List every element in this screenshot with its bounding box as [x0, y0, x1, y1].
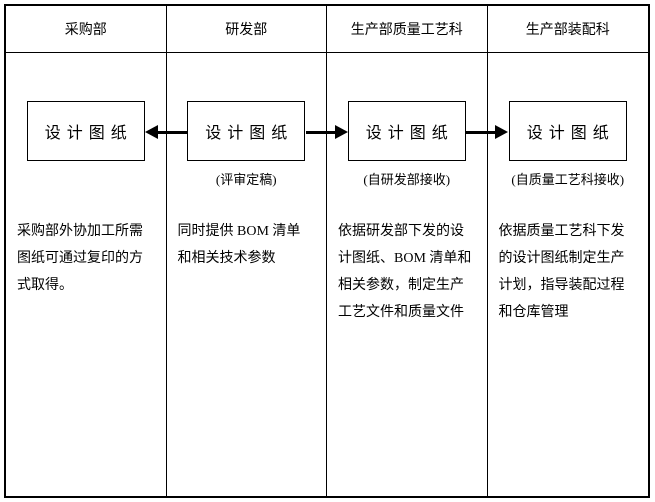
arrow-quality-to-assembly — [466, 125, 508, 140]
description-line: 和仓库管理 — [498, 305, 569, 320]
arrow-line — [155, 131, 187, 134]
box-label: 设计图纸 — [526, 125, 615, 142]
description-line: 依据质量工艺科下发 — [498, 224, 625, 239]
box-subtitle: (自研发部接收) — [363, 172, 451, 187]
lane-description-purchasing: 采购部外协加工所需 图纸可通过复印的方 式取得。 — [17, 218, 162, 299]
design-drawing-box-rnd: 设计图纸 — [187, 101, 306, 161]
arrow-rnd-to-purchasing — [145, 125, 187, 140]
lane-description-rnd: 同时提供 BOM 清单 和相关技术参数 — [178, 218, 323, 272]
left-arrowhead-icon — [145, 125, 158, 139]
lane-description-quality: 依据研发部下发的设 计图纸、BOM 清单和 相关参数，制定生产 工艺文件和质量文… — [338, 218, 483, 326]
box-subtitle: (自质量工艺科接收) — [511, 172, 625, 187]
right-arrowhead-icon — [495, 125, 508, 139]
lane-header-purchasing: 采购部 — [6, 6, 167, 53]
design-drawing-box-purchasing: 设计图纸 — [26, 101, 145, 161]
lane-body-purchasing: 设计图纸 采购部外协加工所需 图纸可通过复印的方 式取得。 — [6, 53, 167, 496]
description-line: 计划，指导装配过程 — [498, 278, 625, 293]
box-label: 设计图纸 — [44, 125, 133, 142]
description-line: 相关参数，制定生产 — [338, 278, 464, 293]
arrow-line — [466, 131, 498, 134]
lane-description-assembly: 依据质量工艺科下发 的设计图纸制定生产 计划，指导装配过程 和仓库管理 — [499, 218, 645, 326]
lane-header-label: 研发部 — [225, 23, 268, 38]
lane-header-label: 采购部 — [64, 23, 107, 38]
lane-header-quality-process: 生产部质量工艺科 — [327, 6, 488, 53]
arrow-rnd-to-quality — [306, 125, 348, 140]
arrow-line — [306, 131, 338, 134]
lane-body-assembly: 设计图纸 (自质量工艺科接收) 依据质量工艺科下发 的设计图纸制定生产 计划，指… — [488, 53, 649, 496]
box-label: 设计图纸 — [205, 125, 294, 142]
description-line: 工艺文件和质量文件 — [338, 305, 464, 320]
description-line: 和相关技术参数 — [177, 251, 276, 266]
description-line: 同时提供 BOM 清单 — [177, 224, 301, 239]
lane-header-label: 生产部质量工艺科 — [350, 23, 463, 38]
department-swimlane-table: 采购部 研发部 生产部质量工艺科 生产部装配科 设计图纸 采购部外协加工所需 图… — [4, 4, 650, 498]
description-line: 计图纸、BOM 清单和 — [338, 251, 472, 266]
description-line: 式取得。 — [17, 278, 73, 293]
design-drawing-box-assembly: 设计图纸 — [508, 101, 627, 161]
lane-header-assembly: 生产部装配科 — [487, 6, 648, 53]
lane-body-quality-process: 设计图纸 (自研发部接收) 依据研发部下发的设 计图纸、BOM 清单和 相关参数… — [327, 53, 488, 496]
box-subtitle: (评审定稿) — [215, 172, 277, 187]
design-drawing-box-quality: 设计图纸 — [347, 101, 466, 161]
right-arrowhead-icon — [335, 125, 348, 139]
description-line: 依据研发部下发的设 — [338, 224, 464, 239]
lane-header-rnd: 研发部 — [166, 6, 327, 53]
description-line: 图纸可通过复印的方 — [17, 251, 143, 266]
description-line: 的设计图纸制定生产 — [498, 251, 625, 266]
description-line: 采购部外协加工所需 — [17, 224, 143, 239]
lane-header-label: 生产部装配科 — [525, 23, 610, 38]
lane-body-rnd: 设计图纸 (评审定稿) 同时提供 BOM 清单 和相关技术参数 — [167, 53, 327, 496]
box-label: 设计图纸 — [365, 125, 454, 142]
